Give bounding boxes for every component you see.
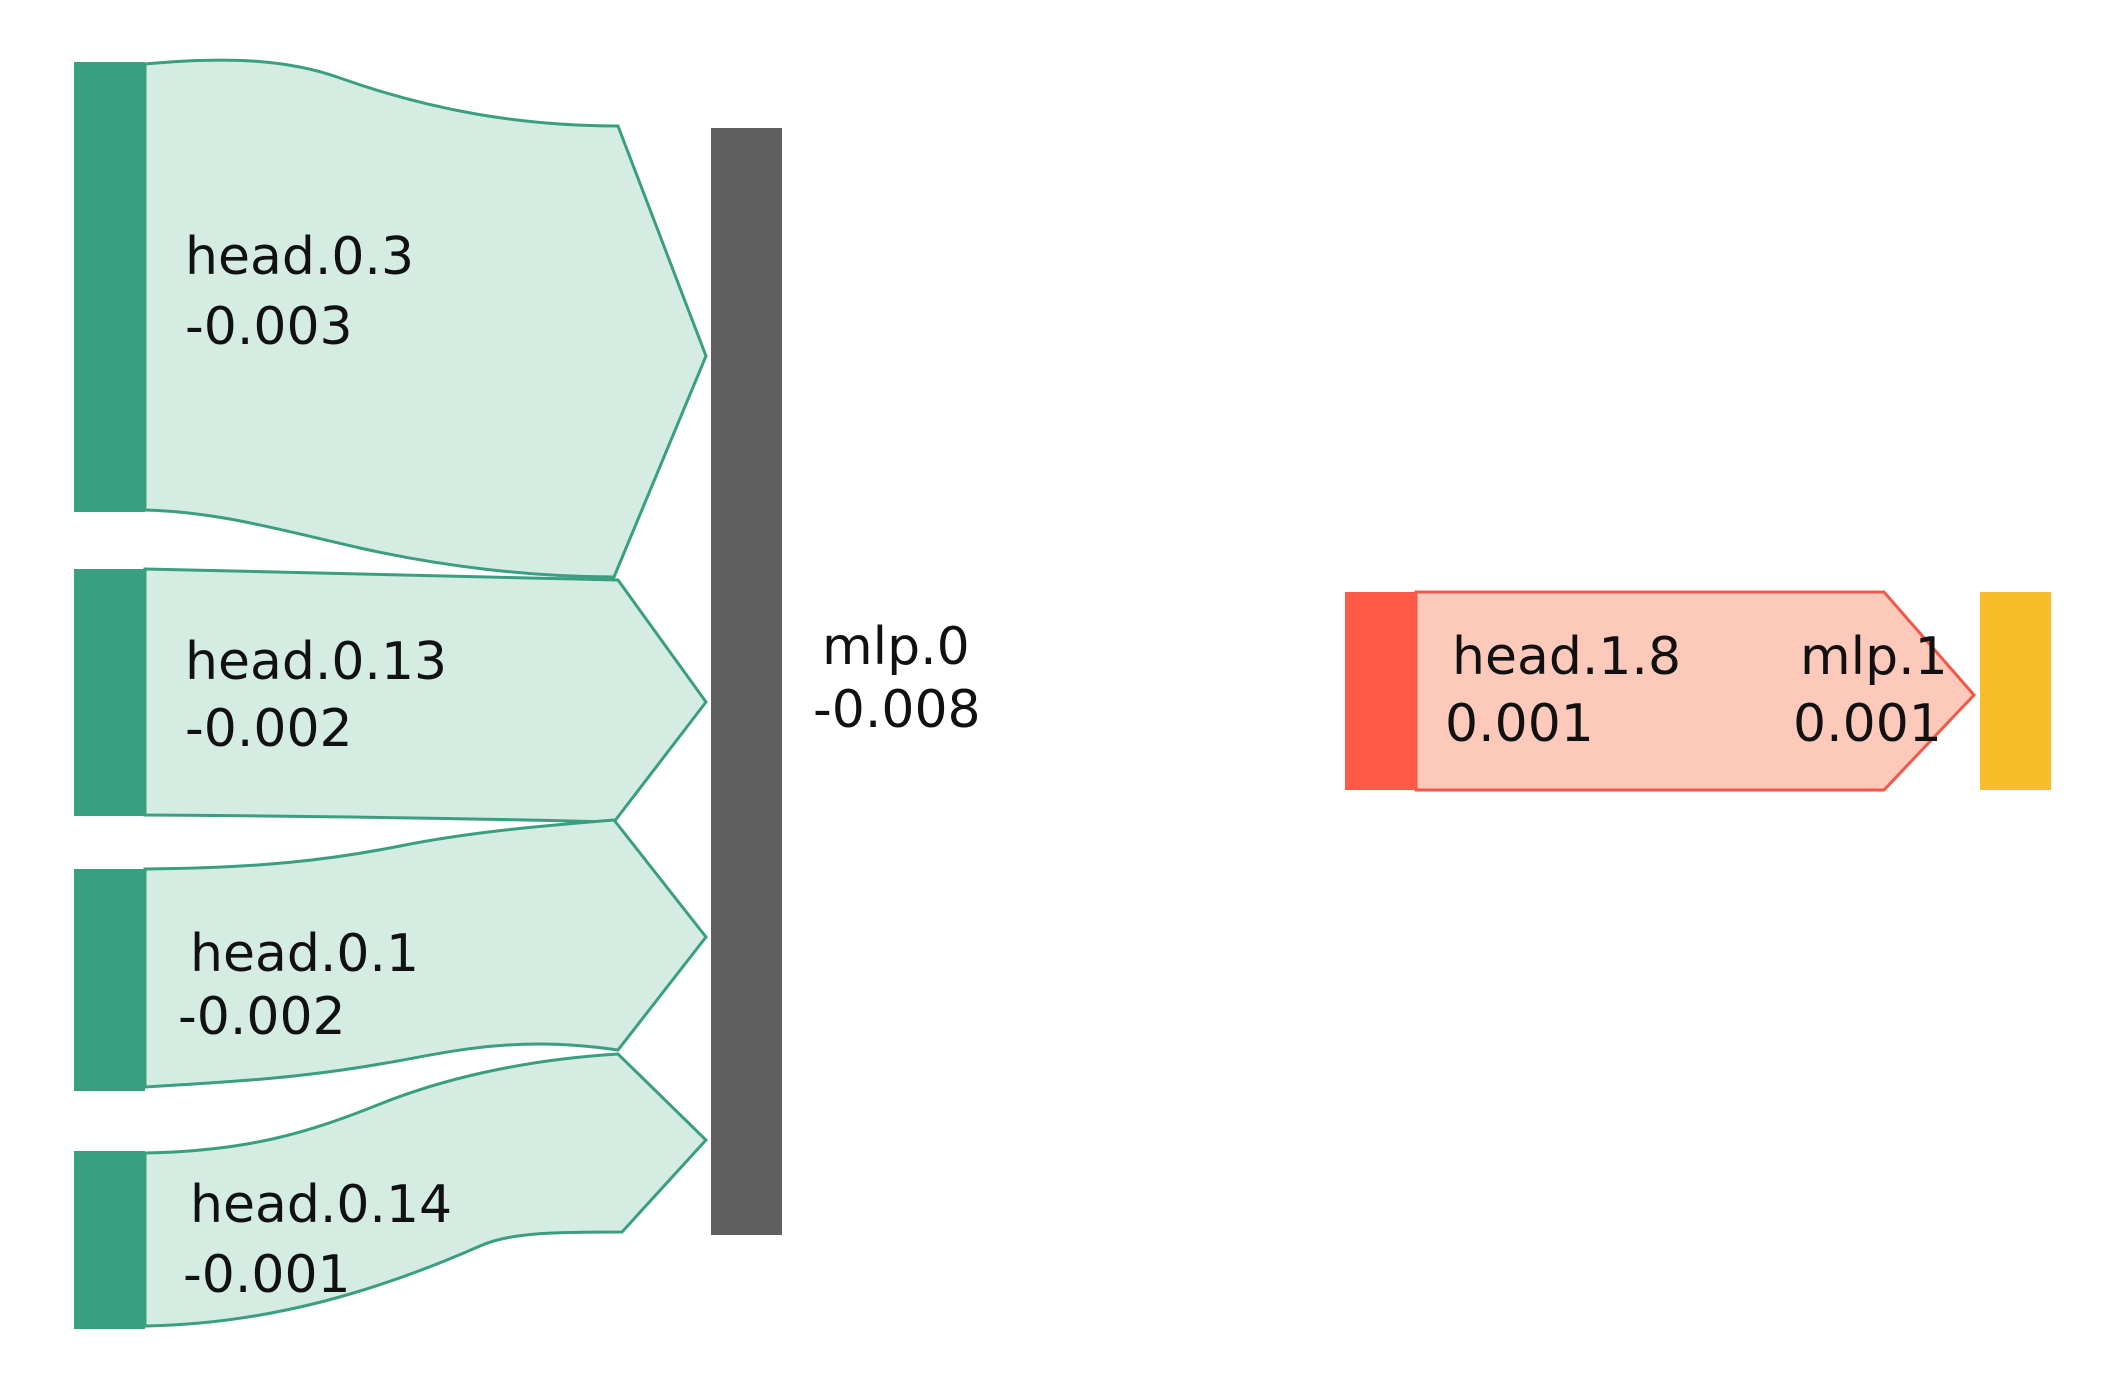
- node-head-1-8-bar: [1345, 592, 1416, 790]
- flow-head-0-1: [143, 818, 708, 1089]
- flow-head-0-13: [143, 567, 708, 824]
- node-label-head-1-8: head.1.8: [1452, 627, 1681, 687]
- flow-head-0-14: [143, 1052, 709, 1328]
- node-value-head-0-14: -0.001: [183, 1245, 351, 1305]
- node-mlp-0-bar: [711, 128, 782, 1235]
- flow-head-1-8: [1414, 590, 1977, 792]
- node-head-0-3-bar: [74, 62, 145, 512]
- node-label-head-0-3: head.0.3: [185, 227, 414, 287]
- node-value-mlp-1: 0.001: [1793, 694, 1942, 754]
- node-head-0-13-bar: [74, 569, 145, 816]
- node-label-mlp-0: mlp.0: [822, 617, 970, 677]
- flow-head-0-3: [143, 58, 708, 579]
- node-label-head-0-14: head.0.14: [190, 1175, 452, 1235]
- node-head-0-1-bar: [74, 869, 145, 1091]
- node-label-head-0-1: head.0.1: [190, 924, 419, 984]
- node-value-mlp-0: -0.008: [813, 680, 981, 740]
- node-label-head-0-13: head.0.13: [185, 632, 447, 692]
- node-value-head-0-1: -0.002: [178, 987, 346, 1047]
- node-value-head-0-3: -0.003: [185, 297, 353, 357]
- node-label-mlp-1: mlp.1: [1800, 627, 1948, 687]
- node-value-head-0-13: -0.002: [185, 699, 353, 759]
- flow-group-mlp-0: [143, 58, 709, 1328]
- node-mlp-1-bar: [1980, 592, 2051, 790]
- node-value-head-1-8: 0.001: [1445, 694, 1594, 754]
- node-head-0-14-bar: [74, 1151, 145, 1329]
